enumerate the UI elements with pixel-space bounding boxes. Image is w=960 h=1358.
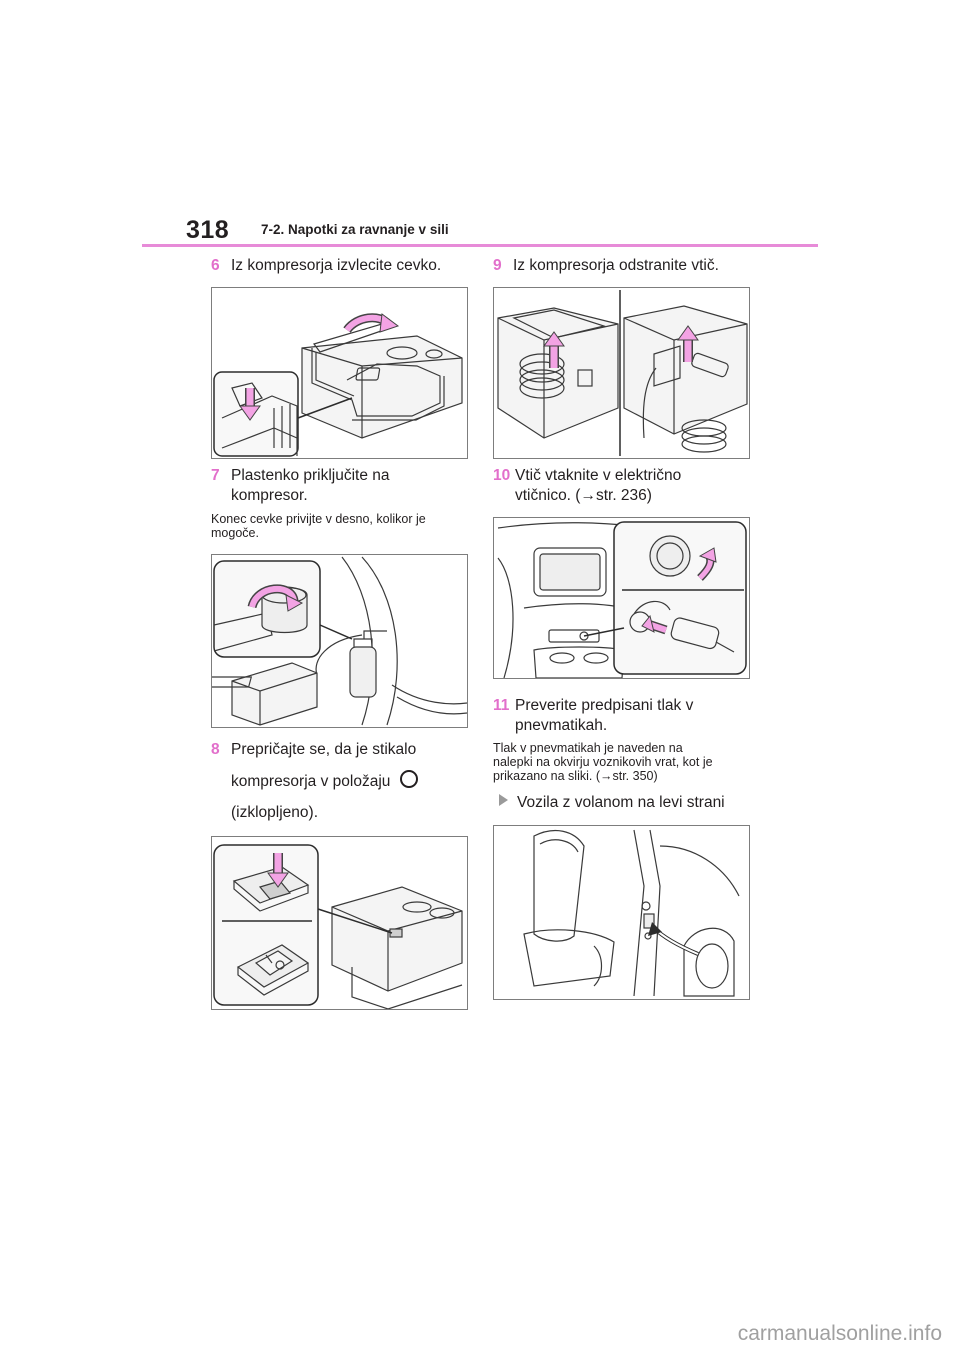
step-9: 9 Iz kompresorja odstranite vtič. xyxy=(493,256,719,276)
step-number: 7 xyxy=(211,467,220,484)
step-text-line1: Prepričajte se, da je stikalo xyxy=(231,741,417,758)
page-number: 318 xyxy=(186,216,230,244)
compressor-switch-illustration xyxy=(213,844,463,1009)
step-text: Iz kompresorja odstranite vtič. xyxy=(513,257,719,274)
figure-switch-off xyxy=(211,836,468,1010)
figure-bottle-connect xyxy=(211,554,468,728)
note-line1: Konec cevke privijte v desno, kolikor je xyxy=(211,512,426,526)
step-11: 11 Preverite predpisani tlak v pnevmatika… xyxy=(493,696,693,736)
step-8-line3: (izklopljeno). xyxy=(231,803,318,823)
bottle-connection-illustration xyxy=(212,556,467,726)
step-8: 8 Prepričajte se, da je stikalo xyxy=(211,740,416,760)
step-text-line2: kompresor. xyxy=(231,487,308,504)
step-number: 9 xyxy=(493,257,502,274)
bullet-lhd-vehicles: Vozila z volanom na levi strani xyxy=(499,793,725,813)
step-text-line2: vtičnico. (→str. 236) xyxy=(515,487,652,504)
compressor-hose-illustration xyxy=(213,313,463,457)
step-text-line1: Vtič vtaknite v električno xyxy=(515,467,682,484)
step-7: 7 Plastenko priključite na kompresor. xyxy=(211,466,390,506)
note-line3: prikazano na sliki. (→str. 350) xyxy=(493,769,658,783)
step-8-line2: kompresorja v položaju xyxy=(231,770,419,792)
figure-power-outlet xyxy=(493,517,750,679)
figure-remove-plug xyxy=(493,287,750,459)
note-line1: Tlak v pnevmatikah je naveden na xyxy=(493,741,683,755)
plug-removal-illustration xyxy=(497,290,748,456)
step-6: 6 Iz kompresorja izvlecite cevko. xyxy=(211,256,441,276)
door-frame-label-illustration xyxy=(523,829,740,997)
step-text-line1: Plastenko priključite na xyxy=(231,467,390,484)
step-text-line1: Preverite predpisani tlak v xyxy=(515,697,694,714)
note-line2: mogoče. xyxy=(211,526,259,540)
step-text: Iz kompresorja izvlecite cevko. xyxy=(231,257,442,274)
step-number: 6 xyxy=(211,257,220,274)
section-title: 7-2. Napotki za ravnanje v sili xyxy=(261,222,449,237)
step-number: 8 xyxy=(211,741,220,758)
step-11-note: Tlak v pnevmatikah je naveden na nalepki… xyxy=(493,741,713,783)
figure-hose-pull-out xyxy=(211,287,468,459)
triangle-bullet-icon xyxy=(499,794,508,806)
header-divider xyxy=(142,244,818,247)
bullet-text: Vozila z volanom na levi strani xyxy=(517,794,725,811)
off-position-icon xyxy=(400,770,419,788)
figure-door-label xyxy=(493,825,750,1000)
step-text-line2: kompresorja v položaju xyxy=(231,773,391,790)
step-number: 11 xyxy=(493,697,510,714)
step-text-line3: (izklopljeno). xyxy=(231,804,319,821)
note-line2: nalepki na okvirju voznikovih vrat, kot … xyxy=(493,755,713,769)
step-number: 10 xyxy=(493,467,511,484)
power-outlet-illustration xyxy=(497,521,747,678)
step-7-note: Konec cevke privijte v desno, kolikor je… xyxy=(211,512,426,540)
footer-watermark: carmanualsonline.info xyxy=(737,1322,942,1345)
step-text-line2: pnevmatikah. xyxy=(515,717,608,734)
